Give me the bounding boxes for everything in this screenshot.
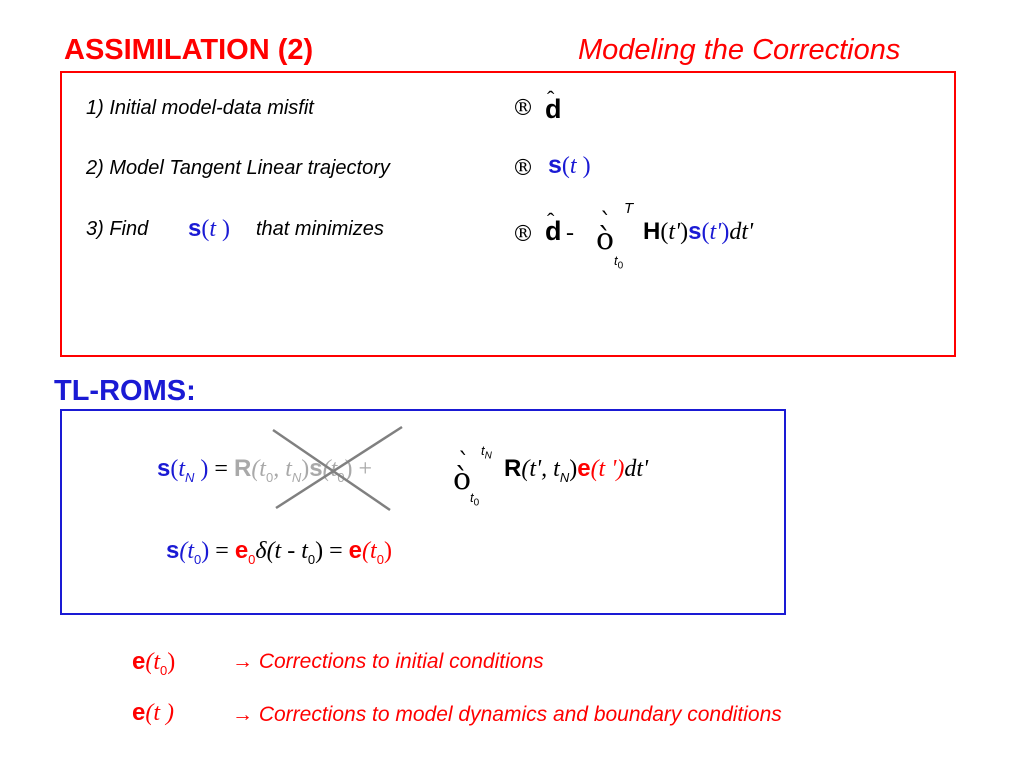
integral-upper-limit: T — [624, 200, 634, 217]
note-1-text: → Corrections to initial conditions — [232, 650, 544, 673]
eq1-integral-grave: ` — [458, 448, 470, 476]
H-term: H(t')s(t')dt' — [643, 218, 754, 245]
step-2-label: 2) Model Tangent Linear trajectory — [86, 157, 390, 179]
arrow-symbol-2: ® — [512, 156, 534, 181]
arrow-symbol-3: ® — [512, 222, 534, 247]
integral-lower-limit: t0 — [614, 253, 624, 272]
equation-2: s(t0) = e0δ(t - t0) = e(t0) — [166, 537, 392, 567]
arrow-symbol-1: ® — [512, 96, 534, 121]
cross-line-2 — [275, 425, 403, 510]
note-2-symbol: e(t ) — [132, 699, 175, 726]
step-1-label: 1) Initial model-data misfit — [86, 97, 314, 119]
cross-line-1 — [272, 428, 391, 512]
eq1-integral-sign: ò — [453, 462, 472, 497]
tl-roms-heading: TL-ROMS: — [54, 375, 196, 407]
minus-sign: - — [566, 220, 574, 246]
s-of-t-row2: s(t ) — [548, 151, 591, 179]
note-1-symbol: e(t0) — [132, 648, 176, 678]
eq1-rhs: R(t', tN)e(t ')dt' — [504, 455, 649, 485]
integral-sign: ò — [596, 222, 615, 257]
page-subtitle: Modeling the Corrections — [578, 34, 901, 66]
step-3-label-pre: 3) Find — [86, 218, 149, 240]
step-3-s-of-t: s(t ) — [188, 215, 231, 242]
eq1-lower-limit: t0 — [470, 490, 480, 509]
step-3-label-post: that minimizes — [256, 218, 384, 240]
eq1-upper-limit: tN — [481, 443, 492, 462]
hat-mark: ˆ — [547, 208, 555, 233]
page-title: ASSIMILATION (2) — [64, 34, 314, 66]
note-2-text: → Corrections to model dynamics and boun… — [232, 703, 782, 726]
d-hat-3: ˆ d — [545, 208, 562, 246]
d-hat-1: ˆ d — [545, 86, 562, 124]
hat-mark: ˆ — [547, 86, 555, 111]
integral-grave: ` — [600, 208, 612, 236]
equation-1: s(tN ) = R(t0, tN)s(t0) + — [157, 455, 373, 485]
tl-roms-box — [60, 409, 786, 615]
objective-box — [60, 71, 956, 357]
